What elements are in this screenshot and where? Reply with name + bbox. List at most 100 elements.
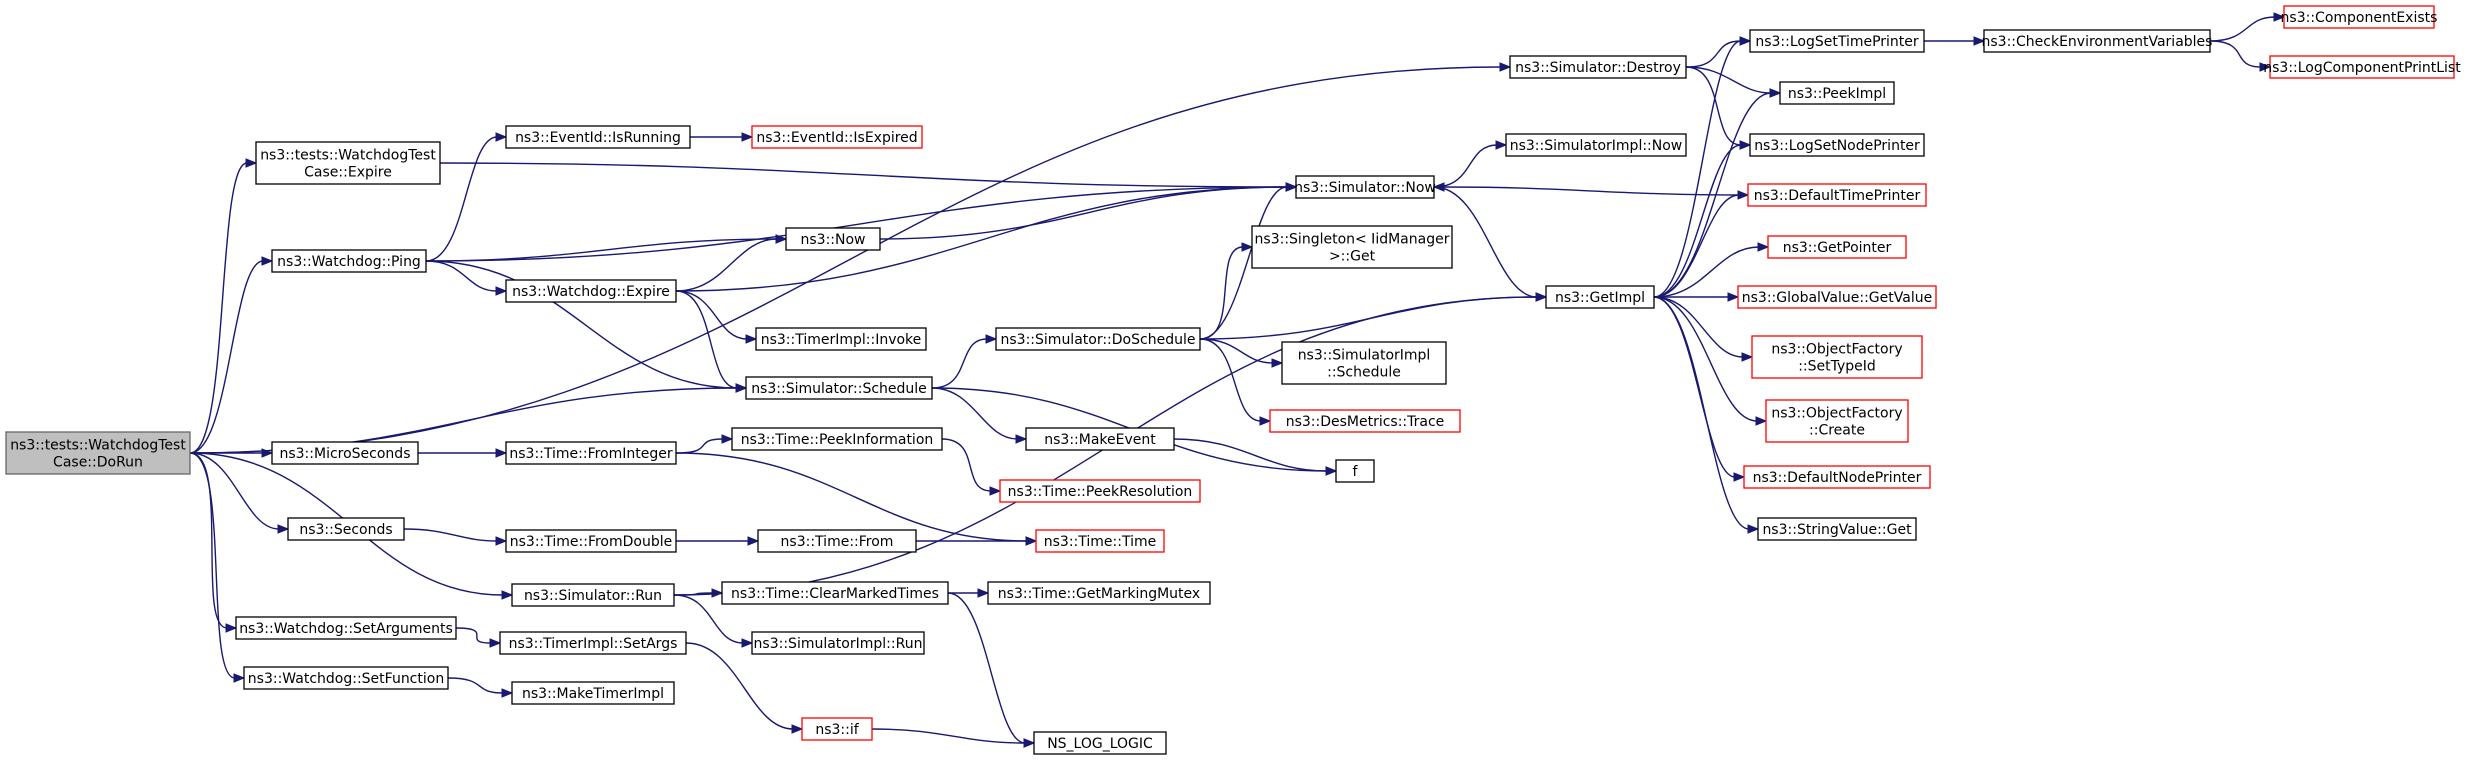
- node-box[interactable]: [1251, 225, 1453, 269]
- node-fromdouble[interactable]: ns3::Time::FromDouble: [505, 529, 677, 553]
- node-box[interactable]: [1033, 731, 1167, 755]
- node-box[interactable]: [987, 581, 1211, 605]
- node-box[interactable]: [1749, 133, 1925, 157]
- node-microseconds[interactable]: ns3::MicroSeconds: [271, 441, 419, 465]
- node-box[interactable]: [505, 279, 677, 303]
- node-box[interactable]: [1757, 517, 1917, 541]
- node-getpointer[interactable]: ns3::GetPointer: [1767, 235, 1907, 259]
- node-box[interactable]: [1767, 235, 1907, 259]
- node-box[interactable]: [1743, 465, 1931, 489]
- node-simimpl_run[interactable]: ns3::SimulatorImpl::Run: [751, 631, 925, 655]
- node-box[interactable]: [243, 666, 449, 690]
- node-box[interactable]: [511, 681, 675, 705]
- node-peekres[interactable]: ns3::Time::PeekResolution: [999, 479, 1201, 503]
- node-box[interactable]: [2269, 55, 2455, 79]
- node-sim_run[interactable]: ns3::Simulator::Run: [511, 583, 675, 607]
- node-singleton[interactable]: ns3::Singleton< IidManager >::Get: [1251, 225, 1453, 269]
- node-box[interactable]: [499, 631, 687, 655]
- node-setarguments[interactable]: ns3::Watchdog::SetArguments: [235, 616, 457, 640]
- node-box[interactable]: [995, 327, 1201, 351]
- node-gv_getvalue[interactable]: ns3::GlobalValue::GetValue: [1737, 285, 1937, 309]
- node-timefrom[interactable]: ns3::Time::From: [757, 529, 917, 553]
- node-seconds[interactable]: ns3::Seconds: [287, 517, 405, 541]
- node-ping[interactable]: ns3::Watchdog::Ping: [271, 249, 427, 273]
- node-box[interactable]: [255, 141, 441, 185]
- node-box[interactable]: [1505, 133, 1687, 157]
- node-box[interactable]: [1983, 29, 2211, 53]
- node-box[interactable]: [1281, 341, 1447, 385]
- node-nsif[interactable]: ns3::if: [801, 717, 873, 741]
- node-fromint[interactable]: ns3::Time::FromInteger: [505, 441, 677, 465]
- node-box[interactable]: [731, 427, 943, 451]
- node-box[interactable]: [1747, 183, 1927, 207]
- node-box[interactable]: [801, 717, 873, 741]
- node-box[interactable]: [1509, 55, 1687, 79]
- node-of_create[interactable]: ns3::ObjectFactory::Create: [1765, 399, 1909, 443]
- node-box[interactable]: [1269, 409, 1461, 433]
- node-defnode[interactable]: ns3::DefaultNodePrinter: [1743, 465, 1931, 489]
- node-maketimer[interactable]: ns3::MakeTimerImpl: [511, 681, 675, 705]
- node-box[interactable]: [1295, 175, 1435, 199]
- node-logsetnode[interactable]: ns3::LogSetNodePrinter: [1749, 133, 1925, 157]
- node-setargs[interactable]: ns3::TimerImpl::SetArgs: [499, 631, 687, 655]
- node-simimpl_now[interactable]: ns3::SimulatorImpl::Now: [1505, 133, 1687, 157]
- node-logcomplist[interactable]: ns3::LogComponentPrintList: [2263, 55, 2461, 79]
- node-checkenv[interactable]: ns3::CheckEnvironmentVariables: [1982, 29, 2213, 53]
- node-box[interactable]: [1035, 529, 1165, 553]
- node-f[interactable]: f: [1335, 459, 1375, 483]
- node-box[interactable]: [271, 441, 419, 465]
- node-box[interactable]: [757, 529, 917, 553]
- node-desmetrics[interactable]: ns3::DesMetrics::Trace: [1269, 409, 1461, 433]
- node-destroy[interactable]: ns3::Simulator::Destroy: [1509, 55, 1687, 79]
- node-makeevent[interactable]: ns3::MakeEvent: [1025, 427, 1175, 451]
- node-peekinfo[interactable]: ns3::Time::PeekInformation: [731, 427, 943, 451]
- node-of_settypeid[interactable]: ns3::ObjectFactory::SetTypeId: [1751, 335, 1923, 379]
- node-wd_expire[interactable]: ns3::Watchdog::Expire: [505, 279, 677, 303]
- node-peekimpl[interactable]: ns3::PeekImpl: [1779, 81, 1895, 105]
- node-box[interactable]: [287, 517, 405, 541]
- node-box[interactable]: [1751, 335, 1923, 379]
- node-box[interactable]: [1749, 29, 1925, 53]
- node-box[interactable]: [235, 616, 457, 640]
- node-strvalue_get[interactable]: ns3::StringValue::Get: [1757, 517, 1917, 541]
- node-logsettime[interactable]: ns3::LogSetTimePrinter: [1749, 29, 1925, 53]
- node-box[interactable]: [1335, 459, 1375, 483]
- node-box[interactable]: [511, 583, 675, 607]
- node-invoke[interactable]: ns3::TimerImpl::Invoke: [755, 327, 927, 351]
- node-nslog[interactable]: NS_LOG_LOGIC: [1033, 731, 1167, 755]
- node-sim_now[interactable]: ns3::Simulator::Now: [1294, 175, 1436, 199]
- node-box[interactable]: [751, 125, 923, 149]
- node-box[interactable]: [505, 125, 691, 149]
- node-setfunction[interactable]: ns3::Watchdog::SetFunction: [243, 666, 449, 690]
- node-now[interactable]: ns3::Now: [785, 227, 881, 251]
- node-compexists[interactable]: ns3::ComponentExists: [2281, 5, 2438, 29]
- node-box[interactable]: [755, 327, 927, 351]
- node-isexpired[interactable]: ns3::EventId::IsExpired: [751, 125, 923, 149]
- node-deftime[interactable]: ns3::DefaultTimePrinter: [1747, 183, 1927, 207]
- node-box[interactable]: [271, 249, 427, 273]
- node-box[interactable]: [5, 431, 191, 475]
- node-box[interactable]: [999, 479, 1201, 503]
- node-box[interactable]: [2283, 5, 2435, 29]
- node-getimpl[interactable]: ns3::GetImpl: [1545, 285, 1655, 309]
- node-box[interactable]: [721, 581, 949, 605]
- node-box[interactable]: [1025, 427, 1175, 451]
- node-box[interactable]: [785, 227, 881, 251]
- node-schedule[interactable]: ns3::Simulator::Schedule: [745, 376, 933, 400]
- node-box[interactable]: [745, 376, 933, 400]
- node-box[interactable]: [1779, 81, 1895, 105]
- node-box[interactable]: [751, 631, 925, 655]
- node-box[interactable]: [1545, 285, 1655, 309]
- node-box[interactable]: [1765, 399, 1909, 443]
- node-time[interactable]: ns3::Time::Time: [1035, 529, 1165, 553]
- node-box[interactable]: [1737, 285, 1937, 309]
- node-box[interactable]: [505, 529, 677, 553]
- node-simimpl_sched[interactable]: ns3::SimulatorImpl::Schedule: [1281, 341, 1447, 385]
- node-clearmarked[interactable]: ns3::Time::ClearMarkedTimes: [721, 581, 949, 605]
- node-doschedule[interactable]: ns3::Simulator::DoSchedule: [995, 327, 1201, 351]
- node-markingmutex[interactable]: ns3::Time::GetMarkingMutex: [987, 581, 1211, 605]
- node-box[interactable]: [505, 441, 677, 465]
- node-isrunning[interactable]: ns3::EventId::IsRunning: [505, 125, 691, 149]
